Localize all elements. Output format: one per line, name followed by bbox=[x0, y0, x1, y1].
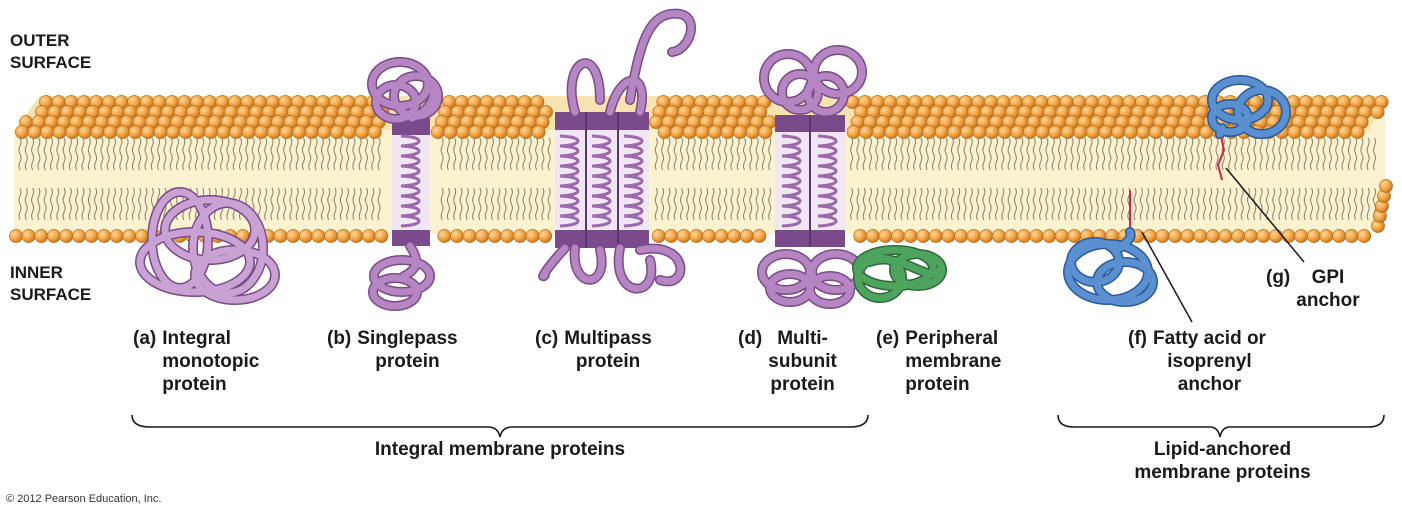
fatty-acid-anchored-protein bbox=[1063, 190, 1193, 323]
caption-b: (b) Singlepass protein bbox=[327, 327, 458, 373]
outer-surface-label: OUTER SURFACE bbox=[10, 30, 91, 74]
lipid-group-line-1: Lipid-anchored bbox=[1153, 439, 1292, 460]
caption-g-line-1: GPI bbox=[1311, 267, 1345, 288]
inner-surface-line-2: SURFACE bbox=[10, 285, 92, 304]
caption-d-line-2: subunit bbox=[768, 351, 837, 372]
caption-d-line-1: Multi- bbox=[777, 328, 828, 349]
singlepass-protein bbox=[367, 57, 443, 311]
caption-d-letter: (d) bbox=[738, 328, 763, 349]
fatty-acid-tails bbox=[18, 137, 1376, 221]
caption-a-line-2: monotopic bbox=[162, 351, 260, 372]
caption-g-line-2: anchor bbox=[1296, 290, 1360, 311]
gpi-anchored-protein bbox=[1207, 75, 1305, 263]
caption-e-line-3: protein bbox=[905, 374, 970, 395]
outer-leaflet-heads bbox=[15, 95, 1389, 139]
caption-f-line-1: Fatty acid or bbox=[1152, 328, 1266, 349]
caption-a-letter: (a) bbox=[133, 328, 157, 349]
multisubunit-protein bbox=[757, 45, 867, 309]
caption-a: (a) Integral monotopic protein bbox=[133, 327, 259, 396]
caption-a-line-1: Integral bbox=[162, 328, 231, 349]
inner-surface-line-1: INNER bbox=[10, 263, 63, 282]
caption-d: (d) Multi- subunit protein bbox=[738, 327, 837, 396]
caption-e-line-2: membrane bbox=[905, 351, 1002, 372]
multipass-protein bbox=[538, 8, 696, 294]
caption-g: (g) GPI anchor bbox=[1266, 266, 1360, 312]
caption-b-letter: (b) bbox=[327, 328, 352, 349]
integral-group-label: Integral membrane proteins bbox=[300, 438, 700, 461]
outer-surface-line-1: OUTER bbox=[10, 31, 70, 50]
caption-b-line-1: Singlepass bbox=[357, 328, 458, 349]
integral-monotopic-protein bbox=[135, 187, 280, 305]
outer-surface-line-2: SURFACE bbox=[10, 53, 92, 72]
integral-group-text: Integral membrane proteins bbox=[374, 439, 626, 460]
peripheral-membrane-protein bbox=[852, 245, 947, 303]
integral-proteins-brace bbox=[131, 414, 869, 438]
caption-e: (e) Peripheral membrane protein bbox=[876, 327, 1001, 396]
caption-d-line-3: protein bbox=[770, 374, 835, 395]
caption-c-line-1: Multipass bbox=[564, 328, 652, 349]
caption-g-letter: (g) bbox=[1266, 267, 1291, 288]
caption-f: (f) Fatty acid or isoprenyl anchor bbox=[1128, 327, 1266, 396]
caption-c-line-2: protein bbox=[575, 351, 641, 372]
caption-e-letter: (e) bbox=[876, 328, 900, 349]
caption-a-line-3: protein bbox=[162, 374, 227, 395]
inner-leaflet-heads bbox=[9, 179, 1393, 243]
caption-e-line-1: Peripheral bbox=[905, 328, 999, 349]
caption-f-letter: (f) bbox=[1128, 328, 1147, 349]
caption-b-line-2: protein bbox=[375, 351, 440, 372]
inner-surface-label: INNER SURFACE bbox=[10, 262, 91, 306]
caption-c-letter: (c) bbox=[535, 328, 559, 349]
caption-c: (c) Multipass protein bbox=[535, 327, 652, 373]
lipid-group-label: Lipid-anchored membrane proteins bbox=[1090, 438, 1355, 484]
caption-f-line-2: isoprenyl bbox=[1167, 351, 1252, 372]
copyright-notice: © 2012 Pearson Education, Inc. bbox=[6, 493, 162, 505]
lipid-group-line-2: membrane proteins bbox=[1134, 462, 1311, 483]
caption-f-line-3: anchor bbox=[1177, 374, 1242, 395]
lipid-anchored-brace bbox=[1057, 414, 1385, 438]
